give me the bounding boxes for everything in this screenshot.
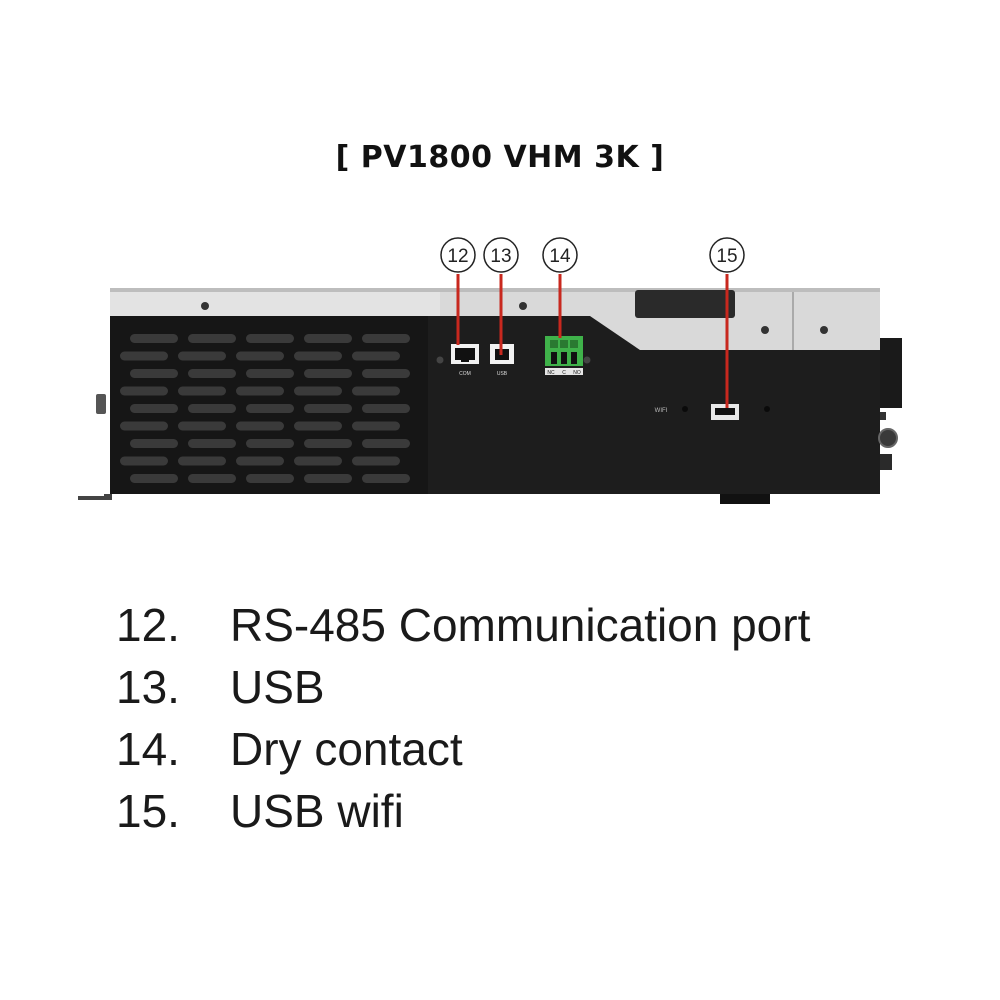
svg-text:15: 15 — [716, 246, 737, 267]
vent-slot — [304, 439, 352, 448]
vent-slot — [120, 456, 168, 466]
com-port: COM — [451, 344, 479, 377]
vent-slot — [352, 386, 400, 396]
right-terminal — [878, 428, 898, 448]
vent-slot — [188, 404, 236, 413]
screws-top — [201, 302, 828, 334]
vent-slot — [236, 456, 284, 466]
legend-item-13: 13. USB — [116, 660, 810, 722]
left-bracket — [78, 494, 112, 500]
vent-slot — [246, 404, 294, 413]
usb-wifi-port — [711, 404, 739, 420]
vent-slot — [188, 439, 236, 448]
vent-slot — [362, 439, 410, 448]
vent-slot — [130, 404, 178, 413]
callout-14: 14 — [542, 237, 578, 273]
legend-list: 12. RS-485 Communication port 13. USB 14… — [116, 598, 810, 846]
legend-item-12: 12. RS-485 Communication port — [116, 598, 810, 660]
inverter-side-view: COM USB NC C NO WIFI 12 1 — [78, 237, 902, 504]
right-breaker — [880, 338, 902, 408]
vent-slots — [120, 334, 410, 483]
vent-slot — [120, 351, 168, 361]
top-edge — [110, 288, 880, 292]
terminal-label-c: C — [562, 370, 566, 376]
vent-slot — [188, 334, 236, 343]
vent-slot — [236, 421, 284, 431]
vent-slot — [246, 474, 294, 483]
legend-item-14: 14. Dry contact — [116, 722, 810, 784]
vent-slot — [130, 439, 178, 448]
callout-15: 15 — [709, 237, 745, 273]
vent-slot — [130, 334, 178, 343]
vent-slot — [246, 334, 294, 343]
vent-slot — [178, 421, 226, 431]
svg-text:12: 12 — [447, 246, 468, 267]
vent-slot — [294, 386, 342, 396]
vent-slot — [304, 404, 352, 413]
callout-13: 13 — [483, 237, 519, 273]
vent-slot — [246, 439, 294, 448]
vent-slot — [246, 369, 294, 378]
vent-slot — [236, 351, 284, 361]
legend-number: 14. — [116, 723, 180, 775]
svg-text:13: 13 — [490, 246, 511, 267]
vent-slot — [352, 456, 400, 466]
vent-slot — [294, 351, 342, 361]
usb-label: USB — [497, 371, 508, 377]
vent-slot — [188, 369, 236, 378]
legend-number: 13. — [116, 661, 180, 713]
vent-slot — [294, 456, 342, 466]
vent-slot — [236, 386, 284, 396]
vent-slot — [294, 421, 342, 431]
vent-slot — [304, 369, 352, 378]
legend-number: 12. — [116, 599, 180, 651]
vent-slot — [362, 404, 410, 413]
product-title: [ PV1800 VHM 3K ] — [335, 140, 665, 175]
top-cover-left — [110, 290, 440, 316]
dry-contact-terminal: NC C NO — [545, 336, 583, 376]
vent-slot — [178, 456, 226, 466]
vent-slot — [130, 369, 178, 378]
vent-slot — [120, 421, 168, 431]
legend-text: USB — [230, 661, 325, 713]
legend-text: Dry contact — [230, 723, 463, 775]
legend-number: 15. — [116, 785, 180, 837]
vent-slot — [352, 351, 400, 361]
vent-slot — [188, 474, 236, 483]
legend-text: USB wifi — [230, 785, 404, 837]
wifi-label: WIFI — [655, 408, 668, 414]
top-cover-right — [440, 290, 880, 350]
vent-slot — [362, 474, 410, 483]
handle — [635, 290, 735, 318]
vent-slot — [304, 334, 352, 343]
legend-text: RS-485 Communication port — [230, 599, 811, 651]
terminal-label-nc: NC — [547, 370, 555, 376]
callout-12: 12 — [440, 237, 476, 273]
vent-slot — [178, 386, 226, 396]
legend-item-15: 15. USB wifi — [116, 784, 810, 846]
vent-slot — [362, 369, 410, 378]
com-label: COM — [459, 371, 471, 377]
vent-slot — [352, 421, 400, 431]
terminal-label-no: NO — [573, 370, 581, 376]
vent-slot — [120, 386, 168, 396]
vent-slot — [178, 351, 226, 361]
bottom-foot — [720, 494, 770, 504]
main-body — [428, 316, 880, 494]
callout-lines — [456, 274, 729, 408]
vent-slot — [362, 334, 410, 343]
vent-slot — [130, 474, 178, 483]
left-knob — [96, 394, 106, 414]
svg-text:14: 14 — [549, 246, 571, 267]
vent-slot — [304, 474, 352, 483]
